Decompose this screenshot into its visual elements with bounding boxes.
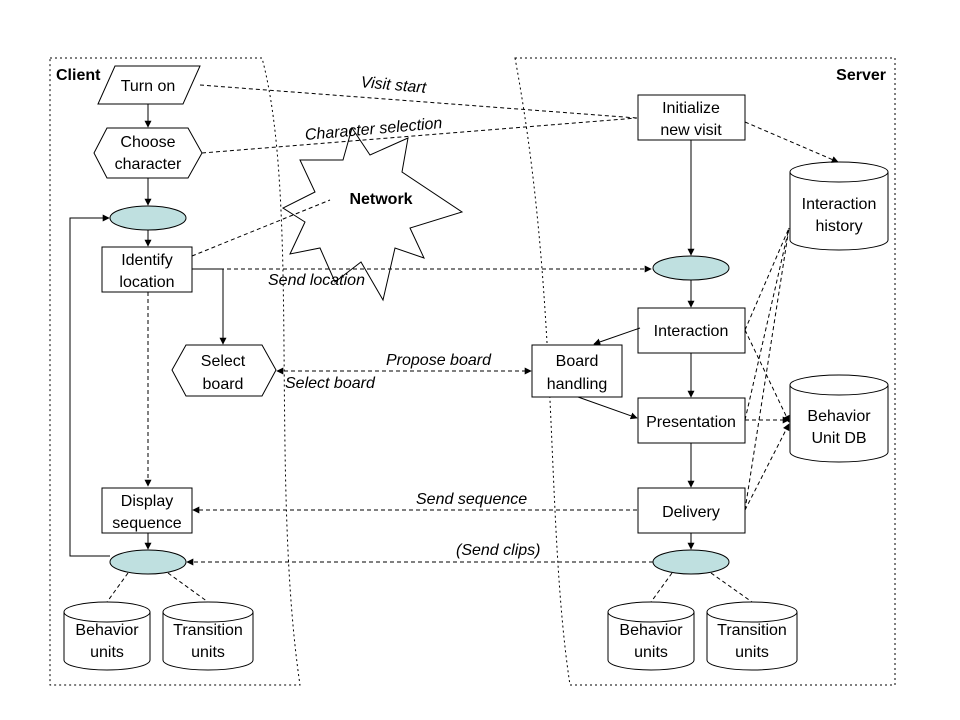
edge-interaction-board xyxy=(593,327,641,346)
edge-junction-server-transition xyxy=(710,572,753,603)
client-junction-top xyxy=(109,205,187,231)
client-behavior-units-db xyxy=(63,601,151,671)
interaction-history-db xyxy=(789,161,889,251)
edge-presentation-history xyxy=(744,227,790,421)
edge-label-send-location: Send location xyxy=(268,272,365,289)
edge-interaction-bu-db xyxy=(744,329,790,423)
client-behavior-units-label-2: units xyxy=(90,644,124,661)
board-handling-node xyxy=(531,344,623,398)
server-panel xyxy=(514,57,896,686)
choose-character-node xyxy=(93,127,203,179)
edge-loop-back xyxy=(69,214,110,557)
delivery-label: Delivery xyxy=(662,504,720,521)
turn-on-node xyxy=(97,65,201,105)
edge-identify-select xyxy=(192,268,227,345)
server-behavior-units-label-1: Behavior xyxy=(619,622,683,639)
edge-junction-client-transition xyxy=(167,572,209,603)
choose-character-label-2: character xyxy=(115,156,182,173)
edge-label-select-board: Select board xyxy=(285,375,376,392)
server-transition-units-db xyxy=(706,601,798,671)
edge-visit-start xyxy=(199,84,638,119)
display-sequence-label-2: sequence xyxy=(112,515,181,532)
display-sequence-label-1: Display xyxy=(121,493,173,510)
edge-junction-client-behavior xyxy=(106,572,129,603)
edge-interaction-history xyxy=(744,227,790,331)
client-transition-units-label-2: units xyxy=(191,644,225,661)
server-junction-bottom xyxy=(652,549,730,575)
behavior-unit-db-label-1: Behavior xyxy=(807,408,871,425)
identify-location-label-1: Identify xyxy=(121,252,173,269)
server-behavior-units-db xyxy=(607,601,695,671)
initialize-visit-label-1: Initialize xyxy=(662,100,720,117)
behavior-unit-db-label-2: Unit DB xyxy=(811,430,866,447)
network-cloud xyxy=(281,126,464,302)
client-junction-bottom xyxy=(109,549,187,575)
edge-delivery-bu-db xyxy=(744,423,790,511)
presentation-node xyxy=(637,397,746,444)
turn-on-label: Turn on xyxy=(121,78,176,95)
edge-board-presentation xyxy=(577,396,638,420)
edge-label-visit-start: Visit start xyxy=(360,74,427,97)
choose-character-label-1: Choose xyxy=(120,134,175,151)
edge-label-send-sequence: Send sequence xyxy=(416,491,527,508)
interaction-history-label-2: history xyxy=(815,218,862,235)
presentation-label: Presentation xyxy=(646,414,736,431)
edge-delivery-history xyxy=(744,227,790,511)
edge-label-character-selection: Character selection xyxy=(304,115,443,144)
network-label: Network xyxy=(349,191,412,208)
select-board-label-2: board xyxy=(203,376,244,393)
interaction-label: Interaction xyxy=(654,323,729,340)
server-junction-top xyxy=(652,255,730,281)
identify-location-node xyxy=(101,246,193,293)
client-behavior-units-label-1: Behavior xyxy=(75,622,139,639)
server-panel-title: Server xyxy=(836,67,886,84)
select-board-label-1: Select xyxy=(201,353,246,370)
server-behavior-units-label-2: units xyxy=(634,644,668,661)
board-handling-label-1: Board xyxy=(556,353,599,370)
select-board-node xyxy=(171,344,277,397)
edge-label-propose-board: Propose board xyxy=(386,352,492,369)
edge-initialize-history xyxy=(744,121,839,163)
edge-junction-server-behavior xyxy=(650,572,673,603)
behavior-unit-db xyxy=(789,374,889,463)
initialize-visit-node xyxy=(637,94,746,141)
identify-location-label-2: location xyxy=(119,274,174,291)
server-transition-units-label-2: units xyxy=(735,644,769,661)
edge-label-send-clips: (Send clips) xyxy=(456,542,540,559)
board-handling-label-2: handling xyxy=(547,376,608,393)
client-panel xyxy=(49,57,301,686)
client-transition-units-db xyxy=(162,601,254,671)
client-transition-units-label-1: Transition xyxy=(173,622,243,639)
interaction-history-label-1: Interaction xyxy=(802,196,877,213)
client-panel-title: Client xyxy=(56,67,101,84)
server-transition-units-label-1: Transition xyxy=(717,622,787,639)
edge-character-selection xyxy=(201,117,638,154)
initialize-visit-label-2: new visit xyxy=(660,122,722,139)
display-sequence-node xyxy=(101,487,193,534)
edge-identify-network xyxy=(191,199,331,257)
